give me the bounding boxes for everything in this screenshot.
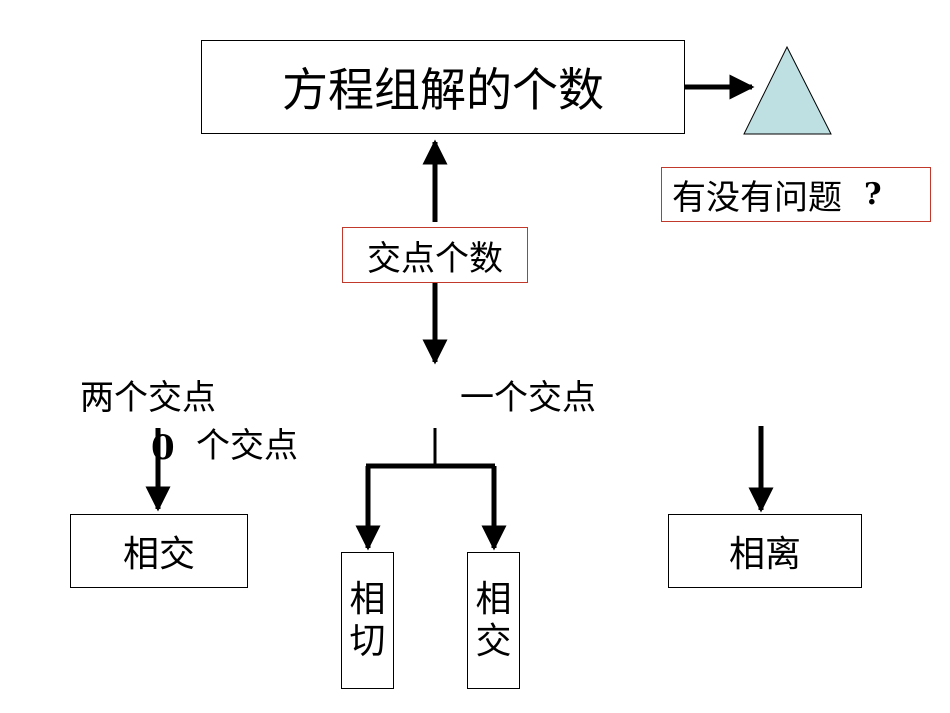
- question-mark: ?: [864, 177, 882, 212]
- title-text: 方程组解的个数: [282, 63, 604, 117]
- zero-points-label: 个交点: [196, 426, 298, 466]
- tangent-box: 相 切: [341, 552, 394, 689]
- tangent-char-2: 切: [349, 620, 386, 662]
- tangent-char-1: 相: [349, 579, 386, 621]
- intersect-mid-char-1: 相: [475, 579, 512, 621]
- separate-text: 相离: [728, 534, 801, 575]
- zero-digit-label: 0: [151, 428, 175, 468]
- triangle-shape: [743, 45, 832, 135]
- two-points-label: 两个交点: [80, 378, 216, 418]
- question-box: 有没有问题 ?: [661, 167, 931, 222]
- intersection-count-box: 交点个数: [342, 227, 528, 283]
- separate-box: 相离: [668, 514, 862, 588]
- title-box: 方程组解的个数: [201, 40, 685, 134]
- intersect-mid-char-2: 交: [475, 620, 512, 662]
- intersect-left-text: 相交: [122, 534, 195, 575]
- intersect-mid-box: 相 交: [467, 552, 520, 689]
- intersect-left-box: 相交: [70, 514, 248, 588]
- intersection-count-text: 交点个数: [367, 238, 503, 279]
- question-text: 有没有问题: [672, 178, 842, 218]
- one-point-label: 一个交点: [460, 378, 596, 418]
